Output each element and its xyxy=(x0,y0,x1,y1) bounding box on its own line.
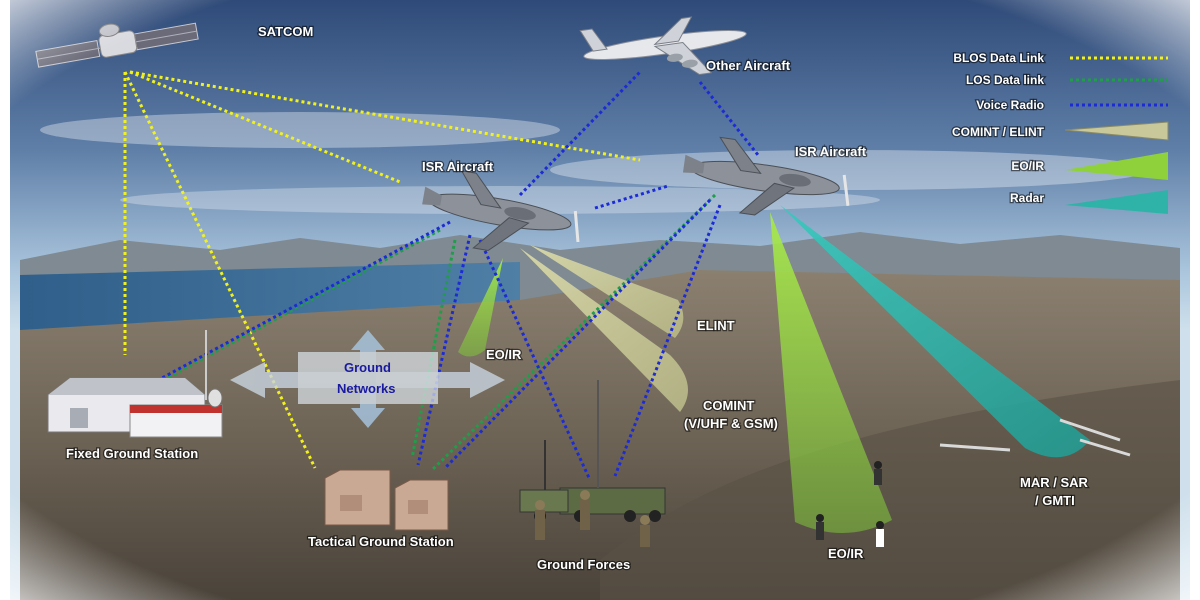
isr-aircraft-right-label: ISR Aircraft xyxy=(795,144,867,159)
ground-forces-label: Ground Forces xyxy=(537,557,630,572)
legend-item-blos: BLOS Data Link xyxy=(952,50,1168,66)
comint-label-line1: COMINT xyxy=(703,398,754,413)
comint-label-line2: (V/UHF & GSM) xyxy=(684,416,778,431)
tactical-ground-station-label: Tactical Ground Station xyxy=(308,534,454,549)
legend-label: Radar xyxy=(1010,191,1044,205)
legend-item-comint: COMINT / ELINT xyxy=(951,121,1169,141)
mar-sar-label-line2: / GMTI xyxy=(1035,493,1075,508)
mar-sar-label-line1: MAR / SAR xyxy=(1020,475,1089,490)
isr-aircraft-left-label: ISR Aircraft xyxy=(422,159,494,174)
fixed-ground-station-label: Fixed Ground Station xyxy=(66,446,198,461)
legend-label: BLOS Data Link xyxy=(953,51,1044,65)
scene-labels: SATCOM Other Aircraft ISR Aircraft ISR A… xyxy=(65,23,1090,574)
legend-item-eoir: EO/IR xyxy=(1010,152,1168,180)
legend-label: COMINT / ELINT xyxy=(952,125,1045,139)
legend-swatch-eoir xyxy=(1065,152,1168,180)
elint-label: ELINT xyxy=(697,318,735,333)
eoir-left-label: EO/IR xyxy=(486,347,522,362)
ground-networks-label-line1: Ground xyxy=(344,360,391,375)
legend-label: LOS Data link xyxy=(966,73,1044,87)
legend-label: Voice Radio xyxy=(976,98,1044,112)
legend-item-los: LOS Data link xyxy=(965,72,1168,88)
eoir-right-label: EO/IR xyxy=(828,546,864,561)
legend: BLOS Data Link LOS Data link Voice Radio… xyxy=(951,50,1169,214)
legend-item-voice: Voice Radio xyxy=(975,97,1168,113)
legend-label: EO/IR xyxy=(1011,159,1044,173)
ground-networks-label-line2: Networks xyxy=(337,381,396,396)
satcom-label: SATCOM xyxy=(258,24,313,39)
legend-swatch-comint xyxy=(1064,121,1169,141)
legend-item-radar: Radar xyxy=(1009,190,1168,214)
legend-swatch-radar xyxy=(1065,190,1168,214)
other-aircraft-label: Other Aircraft xyxy=(706,58,791,73)
